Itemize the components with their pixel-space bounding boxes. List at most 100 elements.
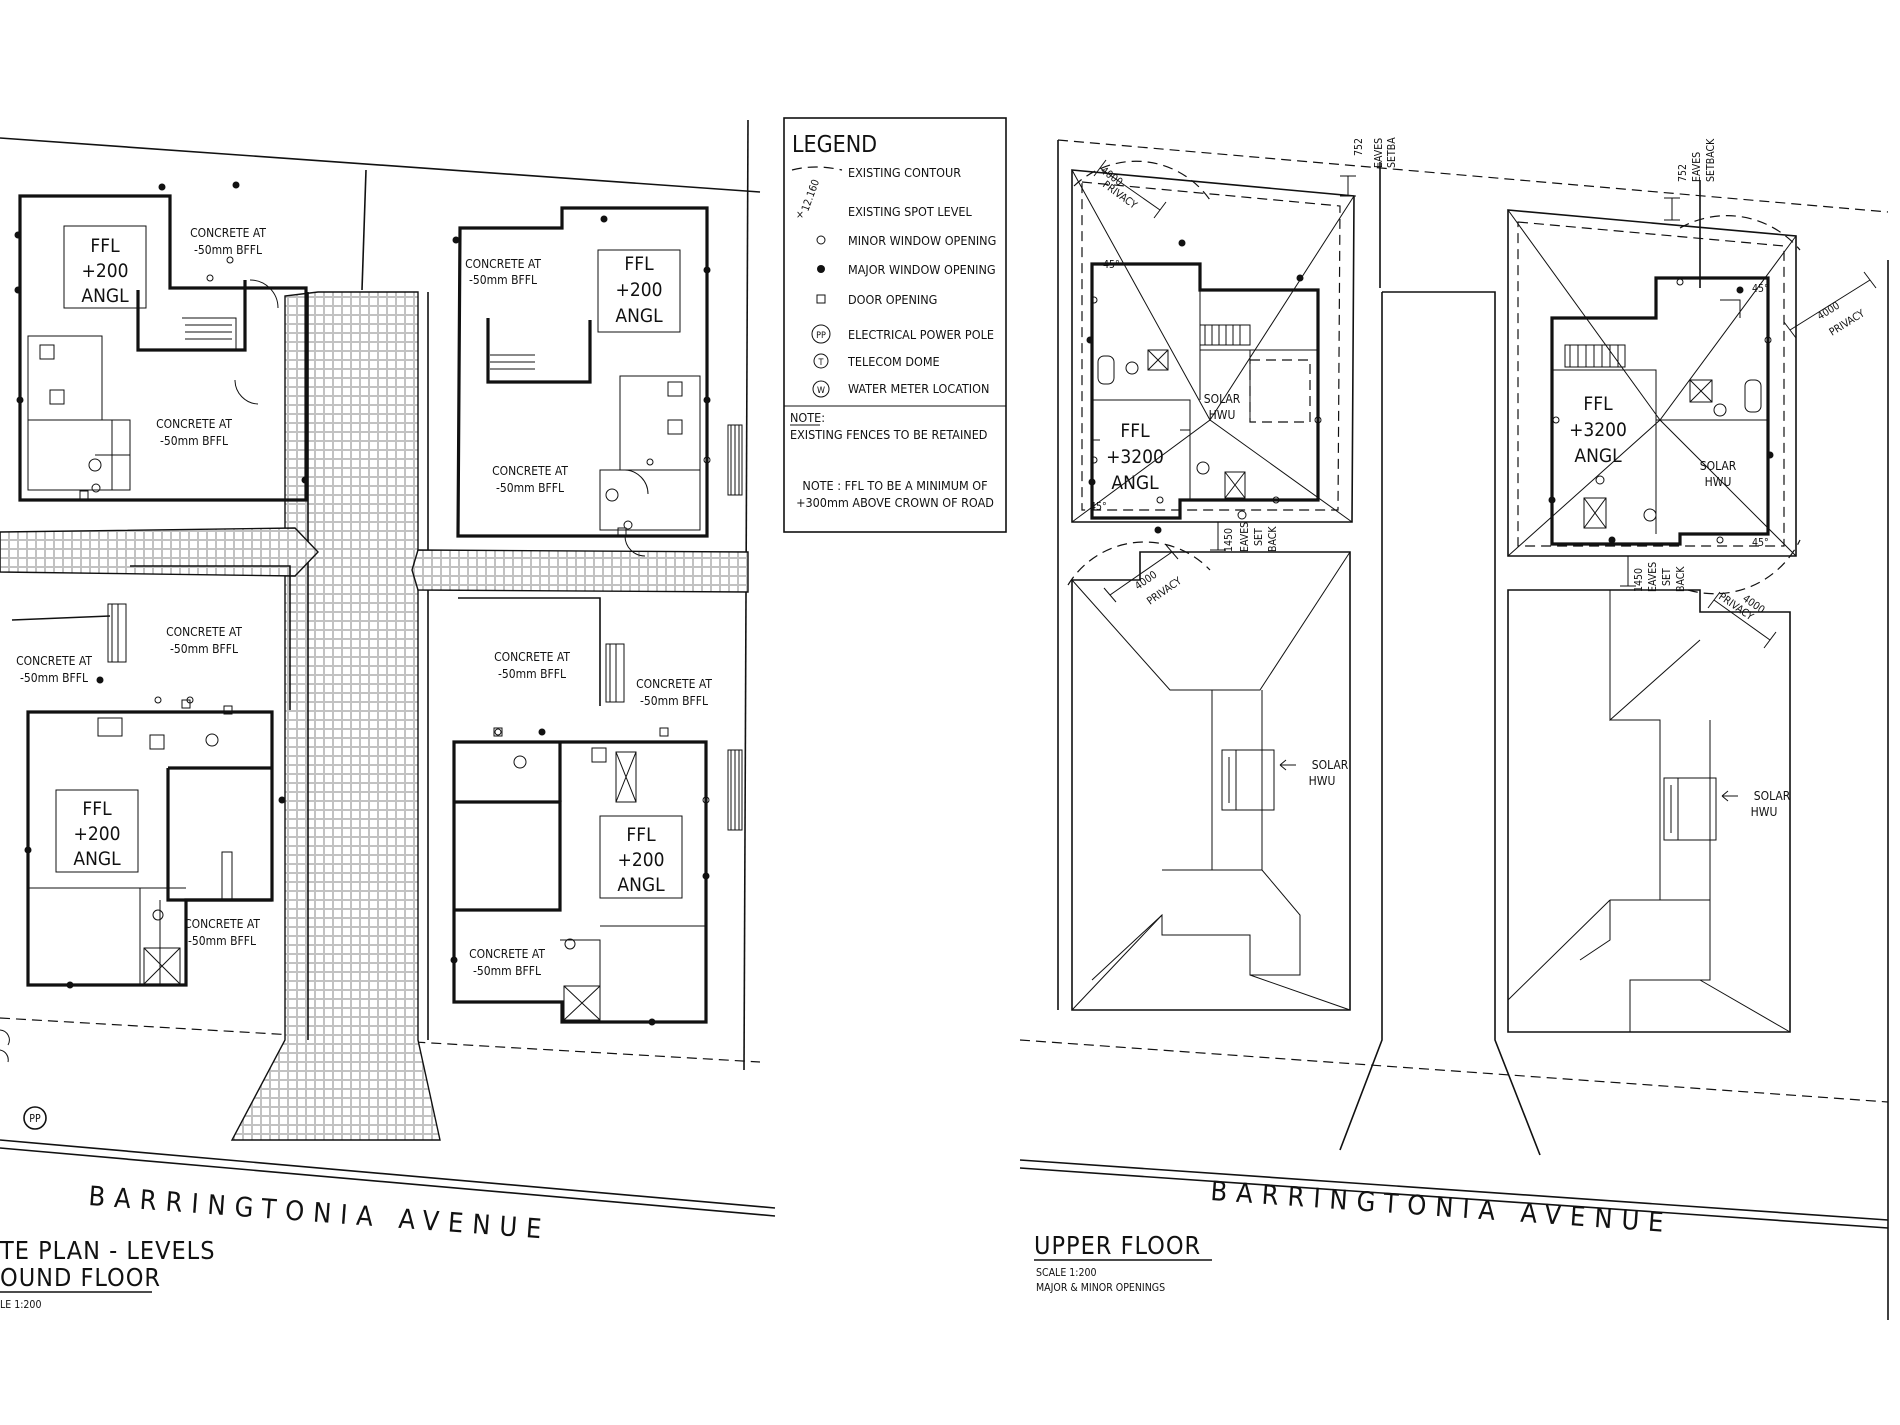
svg-text:-50mm BFFL: -50mm BFFL: [498, 667, 566, 681]
upper-plan-title-block: UPPER FLOOR SCALE 1:200 MAJOR & MINOR OP…: [1034, 1231, 1212, 1294]
svg-text:TE PLAN - LEVELS: TE PLAN - LEVELS: [0, 1236, 215, 1265]
unit-b-ground: FFL +200 ANGL CONCRETE AT -50mm BFFL CON…: [452, 206, 743, 557]
legend-title: LEGEND: [792, 132, 877, 158]
unit-c-ground: FFL +200 ANGL CONCRETE AT -50mm BFFL CON…: [11, 565, 291, 989]
legend-note2-line2: +300mm ABOVE CROWN OF ROAD: [796, 495, 994, 510]
svg-text:CONCRETE AT: CONCRETE AT: [16, 654, 92, 668]
ffl-label-a: FFL +200 ANGL: [63, 225, 147, 309]
path-left: [0, 527, 319, 577]
ffl-upper-right: FFL +3200 ANGL: [1569, 393, 1627, 467]
svg-text:CONCRETE AT: CONCRETE AT: [156, 417, 232, 431]
svg-text:45°: 45°: [1090, 501, 1107, 513]
svg-text:W: W: [817, 386, 825, 396]
svg-text:CONCRETE AT: CONCRETE AT: [190, 226, 266, 240]
svg-text:CONCRETE AT: CONCRETE AT: [465, 257, 541, 271]
svg-text:EAVES: EAVES: [1239, 522, 1251, 552]
svg-text:HWU: HWU: [1751, 805, 1778, 819]
legend-item-door: DOOR OPENING: [816, 292, 937, 307]
svg-text:CONCRETE AT: CONCRETE AT: [492, 464, 568, 478]
svg-text:CONCRETE AT: CONCRETE AT: [184, 917, 260, 931]
legend-item-minor-window: MINOR WINDOW OPENING: [816, 233, 996, 248]
legend-item-spot-level: × EXISTING SPOT LEVEL: [796, 204, 973, 221]
svg-text:BACK: BACK: [1267, 526, 1279, 552]
svg-text:SOLAR: SOLAR: [1754, 789, 1791, 803]
legend-item-power-pole: PP ELECTRICAL POWER POLE: [811, 324, 994, 344]
legend-item-major-window: MAJOR WINDOW OPENING: [817, 262, 996, 277]
svg-text:EAVES: EAVES: [1373, 138, 1385, 168]
svg-text:-50mm BFFL: -50mm BFFL: [473, 964, 541, 978]
svg-text:ANGL: ANGL: [615, 305, 663, 327]
svg-text:CONCRETE AT: CONCRETE AT: [636, 677, 712, 691]
svg-text:FFL: FFL: [626, 824, 656, 846]
unit-d-ground: FFL +200 ANGL CONCRETE AT -50mm BFFL CON…: [450, 597, 743, 1026]
solar-hwu-left: SOLAR HWU: [1221, 749, 1349, 811]
svg-text:-50mm BFFL: -50mm BFFL: [160, 434, 228, 448]
upper-floor-subtitle: MAJOR & MINOR OPENINGS: [1036, 1282, 1165, 1294]
upper-floor-plan: FFL +3200 ANGL SOLAR HWU 45° 45° 4000 PR…: [1019, 137, 1889, 1320]
svg-text:752: 752: [1353, 138, 1365, 156]
svg-text:FFL: FFL: [624, 253, 654, 275]
svg-text:CONCRETE AT: CONCRETE AT: [494, 650, 570, 664]
svg-text:SETBA: SETBA: [1386, 137, 1398, 168]
kerb-line: [0, 1139, 776, 1209]
street-name-upper: BARRINGTONIA AVENUE: [1210, 1176, 1674, 1239]
svg-text:MAJOR WINDOW OPENING: MAJOR WINDOW OPENING: [848, 262, 996, 277]
svg-text:4000: 4000: [1815, 300, 1842, 323]
legend-box: LEGEND EXISTING CONTOUR 12.160 × EXISTIN…: [783, 117, 1007, 533]
legend-note-heading: NOTE:: [790, 410, 825, 425]
svg-text:1450: 1450: [1223, 528, 1235, 552]
svg-text:ANGL: ANGL: [81, 285, 129, 307]
svg-text:+200: +200: [616, 279, 663, 301]
svg-text:T: T: [818, 358, 824, 368]
svg-text:+200: +200: [618, 849, 665, 871]
legend-note2-line1: NOTE : FFL TO BE A MINIMUM OF: [802, 478, 987, 493]
upper-unit-right: FFL +3200 ANGL SOLAR HWU 45° 45° 4000 PR…: [1507, 138, 1877, 1033]
svg-text:EXISTING CONTOUR: EXISTING CONTOUR: [848, 165, 961, 180]
svg-text:ANGL: ANGL: [73, 848, 121, 870]
svg-text:LE 1:200: LE 1:200: [0, 1299, 41, 1311]
svg-text:BACK: BACK: [1675, 566, 1687, 592]
svg-text:-50mm BFFL: -50mm BFFL: [20, 671, 88, 685]
ffl-label-b: FFL +200 ANGL: [597, 249, 681, 333]
legend-item-telecom: T TELECOM DOME: [813, 353, 940, 369]
svg-text:-50mm BFFL: -50mm BFFL: [496, 481, 564, 495]
driveway: [230, 291, 441, 1141]
ffl-upper-left: FFL +3200 ANGL: [1106, 420, 1164, 494]
svg-text:OUND FLOOR: OUND FLOOR: [0, 1263, 161, 1292]
svg-text:HWU: HWU: [1209, 408, 1236, 422]
upper-unit-left: FFL +3200 ANGL SOLAR HWU 45° 45° 4000 PR…: [1067, 137, 1398, 1011]
svg-text:SET: SET: [1253, 528, 1265, 546]
svg-text:-50mm BFFL: -50mm BFFL: [640, 694, 708, 708]
upper-floor-title: UPPER FLOOR: [1034, 1231, 1201, 1260]
svg-text:EAVES: EAVES: [1647, 562, 1659, 592]
rear-boundary: [0, 137, 761, 193]
svg-text:MINOR WINDOW OPENING: MINOR WINDOW OPENING: [848, 233, 996, 248]
unit-a-ground: FFL +200 ANGL CONCRETE AT -50mm BFFL CON…: [14, 181, 309, 502]
svg-text:-50mm BFFL: -50mm BFFL: [188, 934, 256, 948]
svg-text:SOLAR: SOLAR: [1700, 459, 1737, 473]
ground-plan-title-block: TE PLAN - LEVELS OUND FLOOR LE 1:200: [0, 1236, 215, 1311]
legend-note-text: EXISTING FENCES TO BE RETAINED: [790, 427, 987, 442]
svg-text:+3200: +3200: [1106, 446, 1164, 468]
svg-text:EAVES: EAVES: [1691, 152, 1703, 182]
svg-text:752: 752: [1677, 164, 1689, 182]
power-pole-symbol: PP: [23, 1106, 47, 1130]
svg-text:SET: SET: [1661, 568, 1673, 586]
svg-text:45°: 45°: [1752, 283, 1769, 295]
svg-text:+200: +200: [82, 260, 129, 282]
svg-text:ELECTRICAL POWER POLE: ELECTRICAL POWER POLE: [848, 327, 994, 342]
svg-text:CONCRETE AT: CONCRETE AT: [469, 947, 545, 961]
svg-text:FFL: FFL: [1583, 393, 1613, 415]
svg-text:-50mm BFFL: -50mm BFFL: [170, 642, 238, 656]
svg-text:EXISTING SPOT LEVEL: EXISTING SPOT LEVEL: [848, 204, 973, 219]
svg-text:SOLAR: SOLAR: [1312, 758, 1349, 772]
svg-text:SOLAR: SOLAR: [1204, 392, 1241, 406]
svg-text:ANGL: ANGL: [1111, 472, 1159, 494]
svg-text:45°: 45°: [1103, 259, 1120, 271]
svg-text:HWU: HWU: [1705, 475, 1732, 489]
svg-text:FFL: FFL: [90, 235, 120, 257]
svg-text:PP: PP: [29, 1113, 41, 1125]
svg-text:PP: PP: [816, 331, 826, 341]
upper-floor-scale: SCALE 1:200: [1036, 1267, 1097, 1279]
